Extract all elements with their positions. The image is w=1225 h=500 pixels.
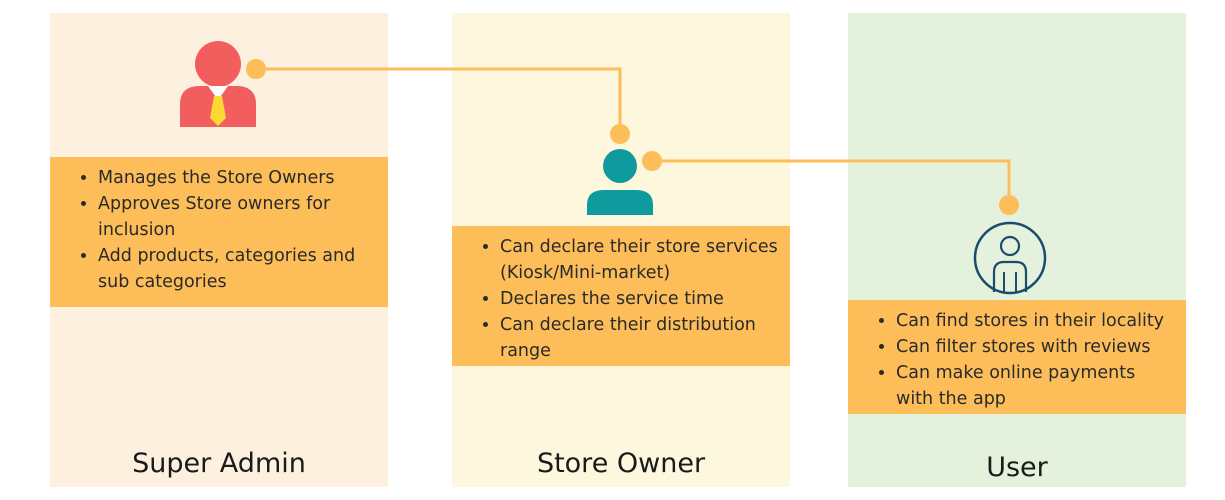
list-item: Can make online payments with the app (896, 360, 1174, 412)
list-item: Manages the Store Owners (98, 165, 376, 191)
super-admin-title: Super Admin (132, 448, 306, 479)
list-item: Approves Store owners for inclusion (98, 191, 376, 243)
store-owner-title: Store Owner (536, 448, 706, 479)
user-circle-icon (973, 221, 1047, 295)
list-item: Can declare their distribution range (500, 312, 778, 364)
admin-person-icon (180, 41, 256, 127)
user-title: User (986, 452, 1048, 483)
super-admin-responsibilities: Manages the Store Owners Approves Store … (50, 157, 388, 307)
list-item: Declares the service time (500, 286, 778, 312)
list-item: Add products, categories and sub categor… (98, 243, 376, 295)
store-owner-responsibilities: Can declare their store services (Kiosk/… (452, 226, 790, 366)
store-owner-person-icon (587, 149, 653, 215)
list-item: Can find stores in their locality (896, 308, 1174, 334)
admin-to-owner-connector (246, 59, 630, 144)
list-item: Can declare their store services (Kiosk/… (500, 234, 778, 286)
user-capabilities: Can find stores in their locality Can fi… (848, 300, 1186, 414)
owner-to-user-connector (642, 151, 1019, 215)
list-item: Can filter stores with reviews (896, 334, 1174, 360)
